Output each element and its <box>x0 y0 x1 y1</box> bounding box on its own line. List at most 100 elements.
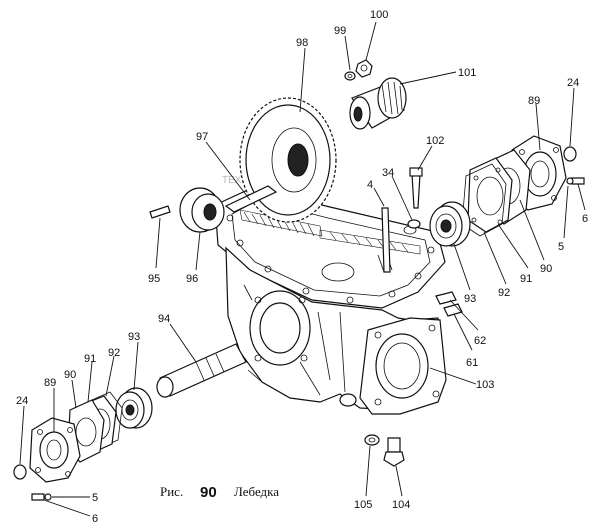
boss-hole <box>254 296 262 304</box>
leader-94 <box>169 323 197 363</box>
plug-104-head <box>383 451 405 467</box>
washer-34 <box>407 219 421 229</box>
lock-washer-5 <box>566 177 574 185</box>
pin-95 <box>149 205 171 219</box>
sprocket-bore <box>287 143 309 177</box>
figure-caption: Рис. 90 Лебедка <box>160 484 279 501</box>
bearing-93-lower <box>115 387 153 429</box>
plug-104-shank <box>387 437 401 453</box>
leader-92-lower <box>105 355 115 397</box>
bearing-race <box>435 213 457 239</box>
flange-hole <box>428 324 436 332</box>
plug-102-shank <box>411 173 421 209</box>
cap-hole <box>553 147 559 153</box>
flange-hole <box>427 246 435 254</box>
shaft-94 <box>156 343 247 398</box>
callout-92-lower: 92 <box>108 347 120 359</box>
flange-hole <box>302 287 310 295</box>
gasket-97 <box>224 185 278 213</box>
plug-104 <box>383 437 405 467</box>
cap-hole <box>37 429 43 435</box>
callout-90-upper: 90 <box>540 263 552 275</box>
leader-91-upper <box>497 223 529 269</box>
callout-100: 100 <box>370 9 388 21</box>
bolt-shank <box>31 493 45 501</box>
cover-96-bore <box>203 203 217 221</box>
leader-90-upper <box>519 199 545 261</box>
leader-96 <box>195 231 201 271</box>
cap-89-bore <box>46 439 62 461</box>
washer-ring <box>344 71 356 81</box>
plug-102-head <box>409 167 423 177</box>
bearing-bore <box>440 219 452 233</box>
leader-105 <box>365 445 371 497</box>
callout-97: 97 <box>196 131 208 143</box>
plug-4-body <box>381 207 391 273</box>
bottom-boss <box>339 393 357 407</box>
leader-62 <box>449 299 479 331</box>
leader-24-lower <box>19 405 25 465</box>
nut-hex <box>355 59 373 78</box>
nut-100 <box>355 59 373 78</box>
leader-4 <box>373 187 385 207</box>
leader-93-lower <box>133 341 139 391</box>
washer-105 <box>364 434 380 446</box>
cap-24-lower <box>13 464 27 480</box>
key-61-body <box>443 303 463 317</box>
boss-hole <box>254 354 262 362</box>
leader-93-upper <box>453 243 471 291</box>
callout-89-lower: 89 <box>44 377 56 389</box>
cap-hole <box>551 195 557 201</box>
leader-6-lower <box>43 499 91 517</box>
gasket-hole <box>471 217 477 223</box>
boss-hole <box>300 354 308 362</box>
flange-hole <box>236 239 244 247</box>
sprocket-hub <box>271 127 317 193</box>
flange-hole <box>414 272 422 280</box>
cap-hole <box>519 149 525 155</box>
cap-89-bore <box>530 160 550 188</box>
washer-99 <box>344 71 356 81</box>
gear-splines <box>381 81 403 115</box>
cap-24 <box>563 146 577 162</box>
pin-95-body <box>149 205 171 219</box>
key-62 <box>435 291 457 305</box>
shaft-end <box>156 376 174 398</box>
cavity-boss <box>321 262 355 282</box>
callout-95: 95 <box>148 273 160 285</box>
bearing-93-upper <box>429 201 471 247</box>
callout-99: 99 <box>334 25 346 37</box>
callout-90-lower: 90 <box>64 369 76 381</box>
cap-hole <box>65 471 71 477</box>
leader-91-lower <box>87 361 93 403</box>
gasket-hatching <box>239 209 323 237</box>
plug-102 <box>409 167 423 209</box>
callout-102: 102 <box>426 135 444 147</box>
leader-5-upper <box>563 185 569 239</box>
leader-99 <box>344 35 351 71</box>
caption-prefix: Рис. <box>160 484 183 499</box>
right-flange-bore-inner <box>383 342 421 390</box>
part-numbers: 98 99 100 101 89 24 97 102 34 4 6 5 90 9… <box>16 9 588 525</box>
callout-62: 62 <box>474 335 486 347</box>
flange-hole <box>388 290 396 298</box>
shaft-splines <box>195 353 225 381</box>
callout-61: 61 <box>466 357 478 369</box>
callout-34: 34 <box>382 167 394 179</box>
gasket-97-strip <box>224 185 278 213</box>
bolt-6-upper <box>566 177 585 185</box>
gasket-hatching-right <box>319 229 421 255</box>
callout-91-upper: 91 <box>520 273 532 285</box>
leader-98 <box>299 47 306 113</box>
washer-105-ring <box>364 434 380 446</box>
callout-6-lower: 6 <box>92 513 98 525</box>
callout-104: 104 <box>392 499 410 511</box>
callout-6-upper: 6 <box>582 213 588 225</box>
callout-101: 101 <box>458 67 476 79</box>
leader-103 <box>429 367 477 385</box>
washer-105-hole <box>368 437 376 443</box>
flange-hole <box>264 265 272 273</box>
bearing-bore <box>125 404 135 416</box>
cap-24-upper <box>563 146 577 162</box>
cap-89-boss <box>39 431 69 469</box>
